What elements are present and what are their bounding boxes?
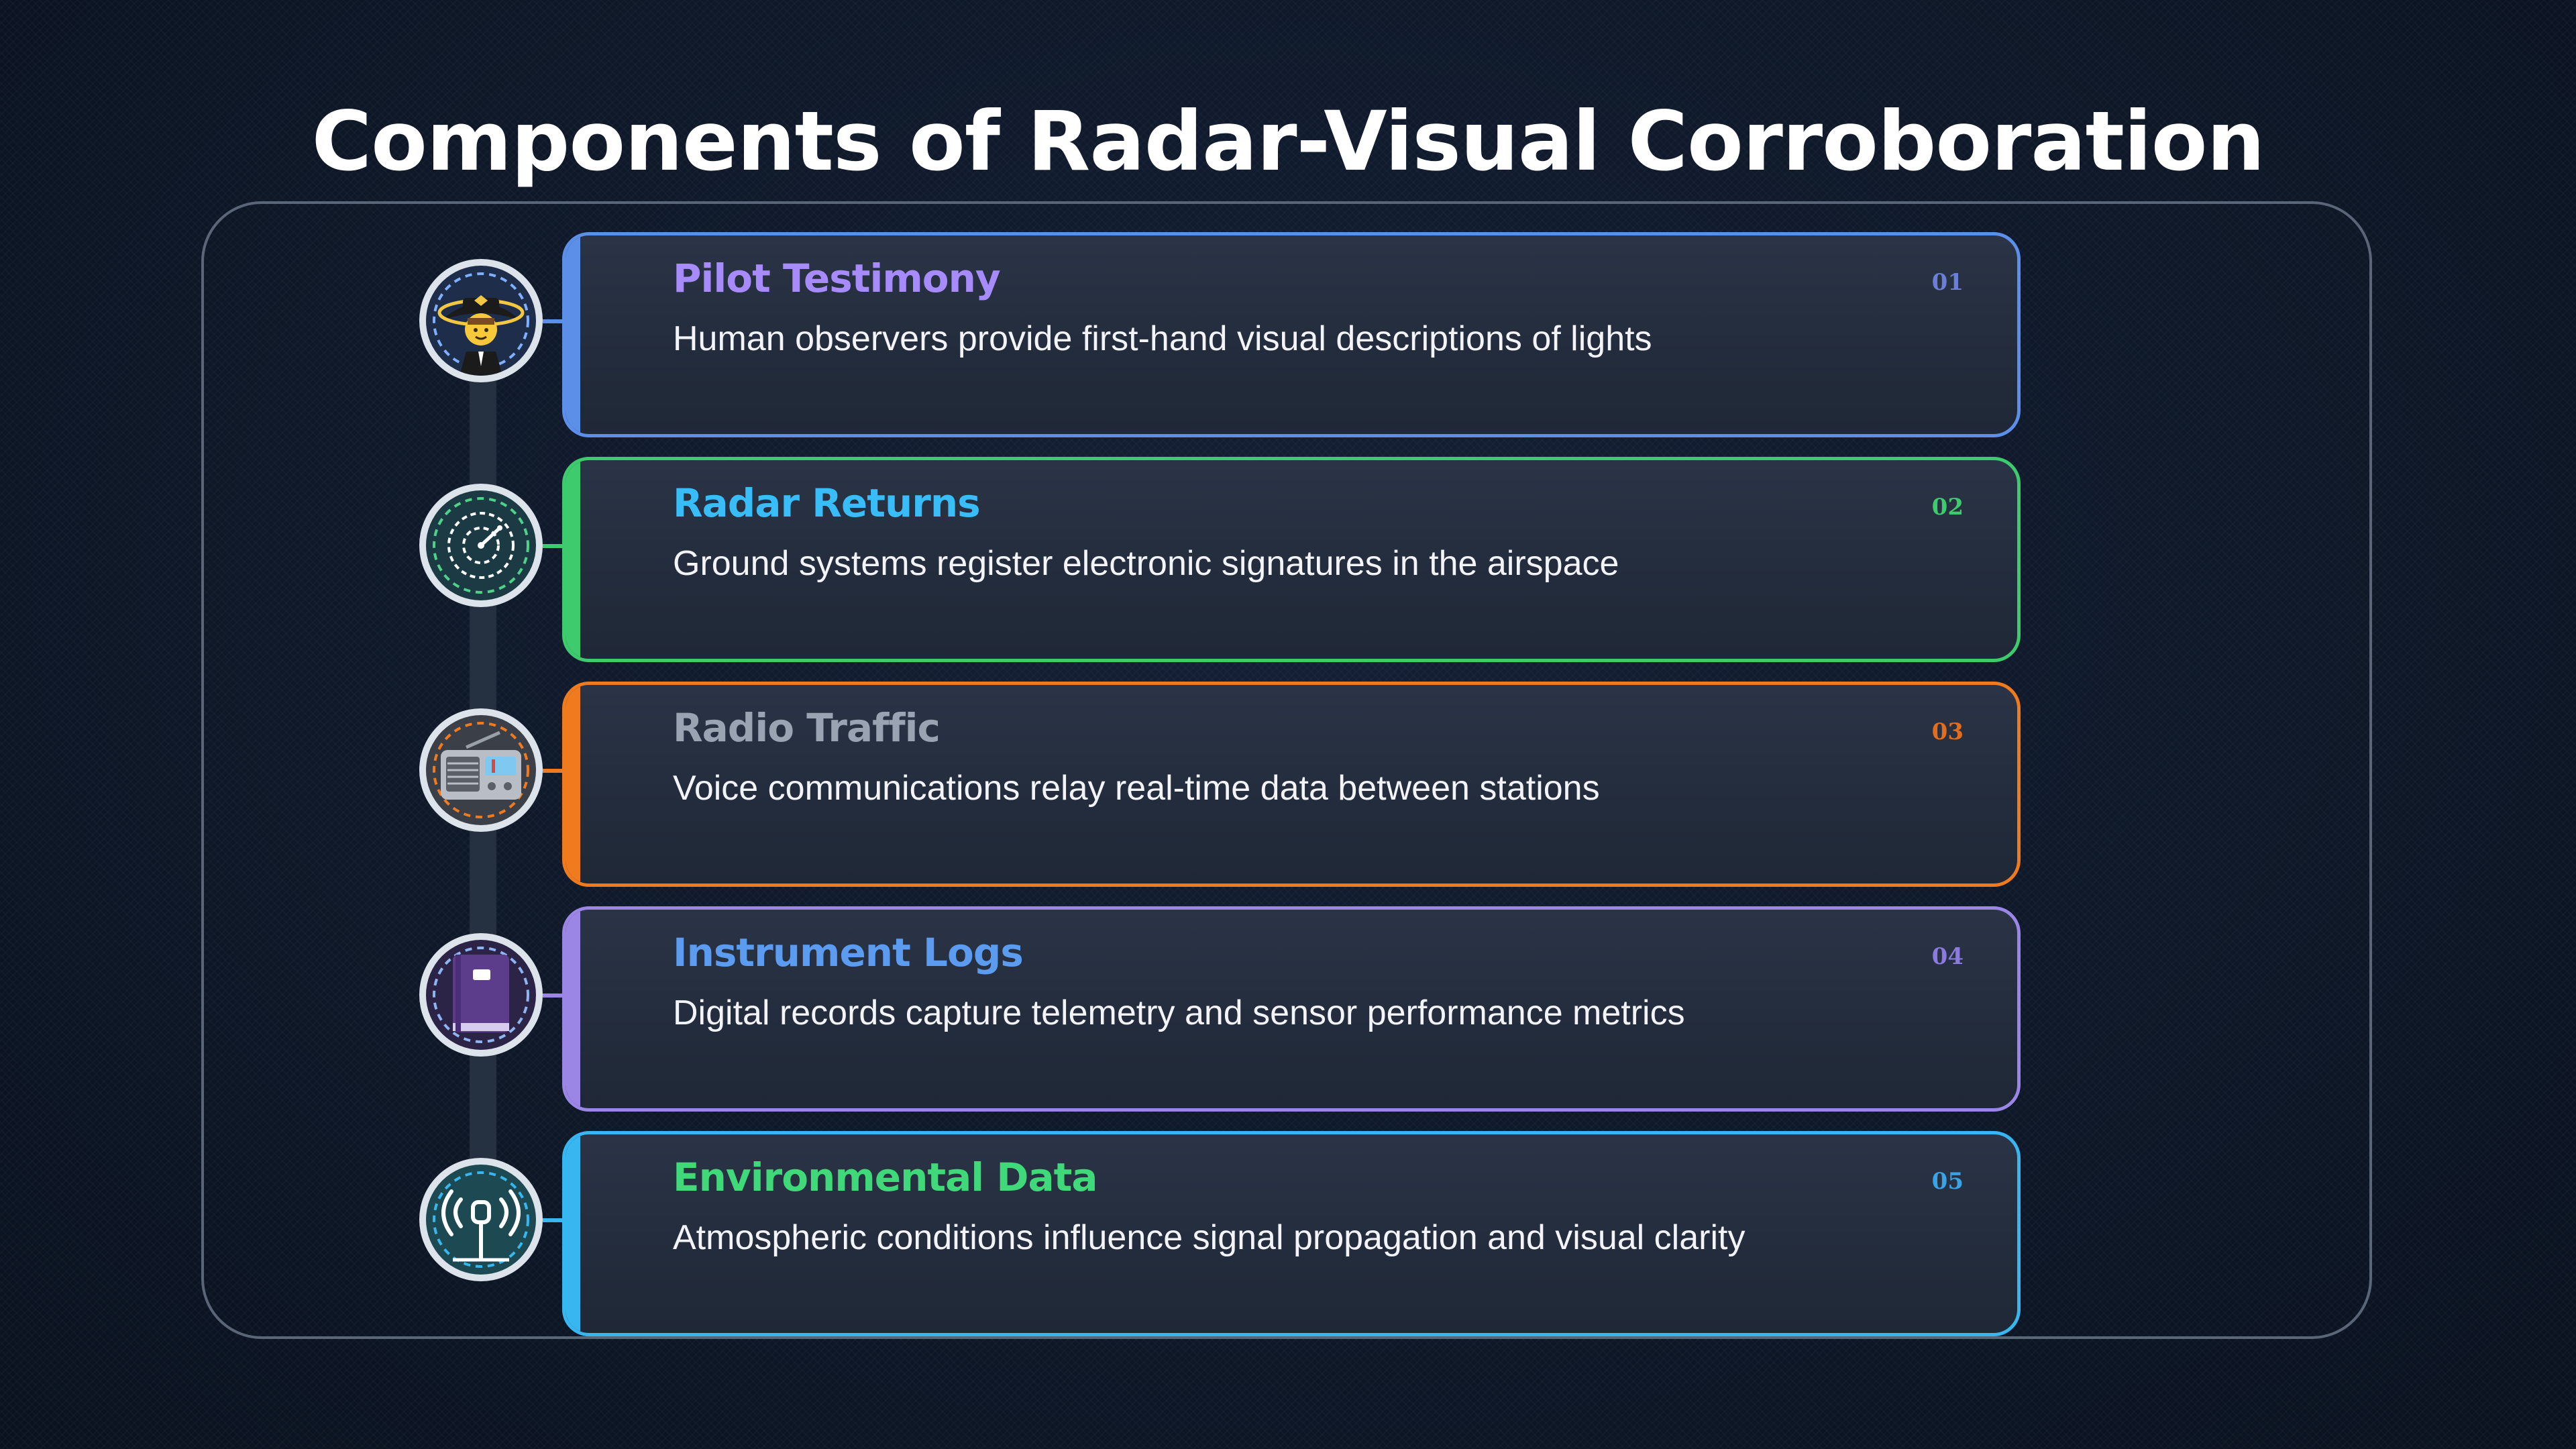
card-accent-bar <box>566 910 580 1108</box>
connector-line <box>543 319 563 323</box>
card-title: Pilot Testimony <box>673 256 1001 301</box>
component-row-pilot: Pilot Testimony Human observers provide … <box>0 232 2576 437</box>
card-description: Human observers provide first-hand visua… <box>673 319 1652 358</box>
card-accent-bar <box>566 685 580 883</box>
antenna-icon <box>426 1165 536 1275</box>
card-description: Ground systems register electronic signa… <box>673 544 1619 583</box>
pilot-icon-badge <box>419 259 543 382</box>
card-description: Atmospheric conditions influence signal … <box>673 1218 1746 1257</box>
radar-icon <box>426 490 536 600</box>
card-number: 02 <box>1931 494 1964 521</box>
card-title: Environmental Data <box>673 1155 1097 1200</box>
radio-icon-badge <box>419 708 543 832</box>
card-description: Digital records capture telemetry and se… <box>673 994 1685 1032</box>
radio-icon <box>426 715 536 825</box>
component-card-radio: Radio Traffic Voice communications relay… <box>562 682 2021 887</box>
connector-line <box>543 1218 563 1222</box>
card-number: 05 <box>1931 1168 1964 1195</box>
antenna-icon-badge <box>419 1158 543 1281</box>
card-accent-bar <box>566 235 580 434</box>
radar-icon-badge <box>419 484 543 607</box>
card-accent-bar <box>566 460 580 659</box>
pilot-icon <box>426 266 536 376</box>
component-row-environmental: Environmental Data Atmospheric condition… <box>0 1131 2576 1336</box>
component-card-radar: Radar Returns Ground systems register el… <box>562 457 2021 662</box>
card-number: 01 <box>1931 269 1964 296</box>
component-row-radar: Radar Returns Ground systems register el… <box>0 457 2576 662</box>
connector-line <box>543 544 563 548</box>
component-card-pilot: Pilot Testimony Human observers provide … <box>562 232 2021 437</box>
content-panel <box>201 201 2372 1339</box>
connector-line <box>543 994 563 998</box>
component-card-environmental: Environmental Data Atmospheric condition… <box>562 1131 2021 1336</box>
logbook-icon <box>426 940 536 1050</box>
card-title: Instrument Logs <box>673 930 1024 975</box>
page-title: Components of Radar-Visual Corroboration <box>311 94 2265 189</box>
component-row-instrument: Instrument Logs Digital records capture … <box>0 906 2576 1112</box>
card-number: 04 <box>1931 943 1964 970</box>
component-row-radio: Radio Traffic Voice communications relay… <box>0 682 2576 887</box>
card-description: Voice communications relay real-time dat… <box>673 769 1600 808</box>
connector-line <box>543 769 563 773</box>
logbook-icon-badge <box>419 933 543 1057</box>
component-card-instrument: Instrument Logs Digital records capture … <box>562 906 2021 1112</box>
card-number: 03 <box>1931 718 1964 745</box>
card-accent-bar <box>566 1134 580 1333</box>
card-title: Radar Returns <box>673 480 981 526</box>
card-title: Radio Traffic <box>673 705 941 751</box>
